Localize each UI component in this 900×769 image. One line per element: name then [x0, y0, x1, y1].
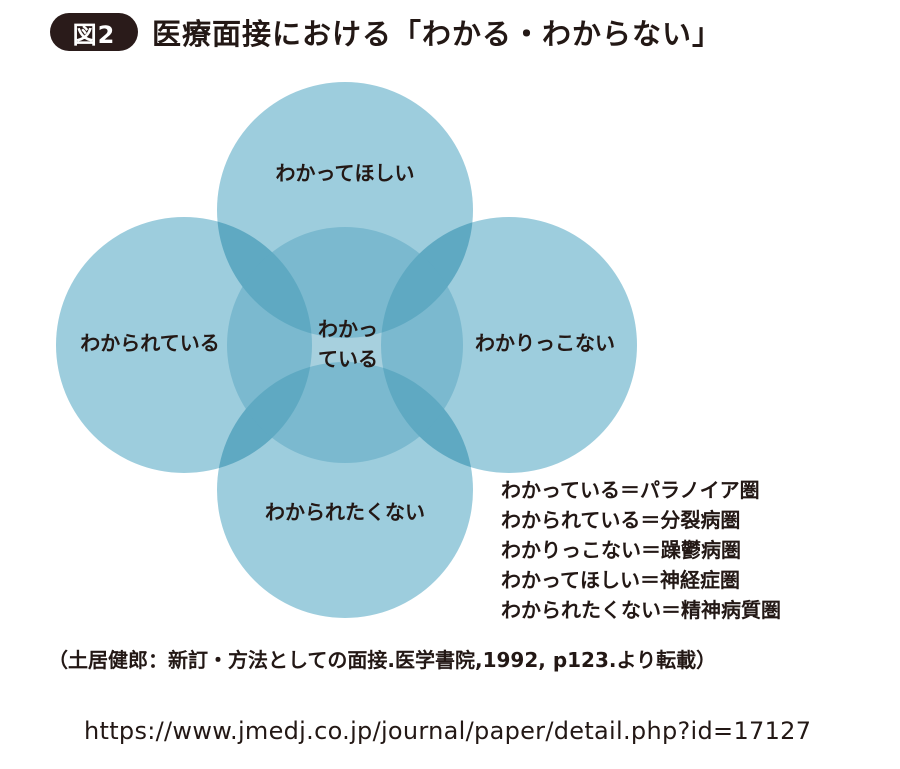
legend-row: わかられている＝分裂病圏 — [501, 508, 741, 532]
label-left: わかられている — [80, 331, 219, 355]
figure-number-badge: 図2 — [50, 13, 138, 51]
legend: わかっている＝パラノイア圏 わかられている＝分裂病圏 わかりっこない＝躁鬱病圏 … — [501, 475, 781, 625]
legend-row: わかってほしい＝神経症圏 — [501, 568, 740, 592]
overlap-top-right — [381, 217, 473, 338]
center-circle — [227, 227, 463, 463]
legend-row: わかりっこない＝躁鬱病圏 — [501, 538, 741, 562]
citation: （土居健郎：新訂・方法としての面接.医学書院,1992, p123.より転載） — [48, 648, 717, 672]
venn-diagram: わかってほしい わかられている わかりっこない わかられたくない わかっ ている — [56, 82, 637, 618]
center-label-line1: わかっ — [318, 317, 378, 341]
label-top: わかってほしい — [276, 161, 415, 185]
source-url[interactable]: https://www.jmedj.co.jp/journal/paper/de… — [84, 717, 812, 745]
label-right: わかりっこない — [475, 331, 615, 355]
legend-row: わかられたくない＝精神病質圏 — [501, 598, 781, 622]
center-label-line2: ている — [318, 347, 378, 371]
label-bottom: わかられたくない — [265, 500, 425, 524]
figure-header: 図2 医療面接における「わかる・わからない」 — [50, 10, 722, 54]
figure-title: 医療面接における「わかる・わからない」 — [152, 17, 723, 51]
legend-row: わかっている＝パラノイア圏 — [501, 478, 760, 502]
